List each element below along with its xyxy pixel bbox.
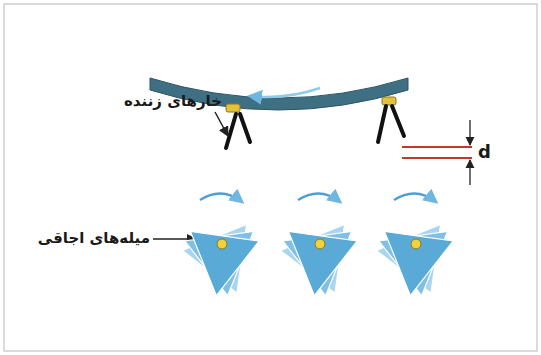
grate-bar-blade bbox=[385, 231, 454, 295]
grate-bar-blade bbox=[191, 231, 260, 295]
pivot-dot bbox=[217, 239, 227, 249]
part-label: میله‌های اجاقی bbox=[38, 229, 150, 247]
rotation-arrow bbox=[298, 193, 340, 202]
grate-bar-blade bbox=[289, 231, 358, 295]
pivot-dot bbox=[315, 239, 325, 249]
rotation-arrow bbox=[394, 193, 436, 202]
pivot-dot bbox=[411, 239, 421, 249]
dimension-label: d bbox=[478, 141, 491, 163]
rotation-arrow bbox=[200, 193, 242, 202]
part-label: خارهای زننده bbox=[124, 92, 222, 110]
